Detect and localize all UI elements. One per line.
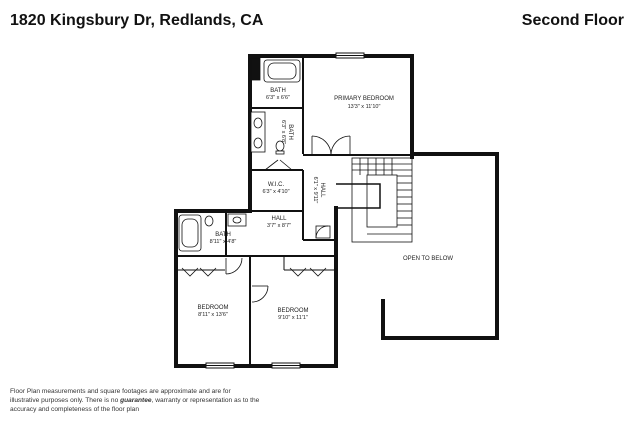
room-hall-small: HALL 3'7" x 8'7": [267, 216, 291, 229]
label-wic: W.I.C.: [268, 182, 285, 188]
label-hall-small: HALL: [271, 216, 287, 222]
interior-walls: [176, 56, 412, 366]
dims-wic: 6'3" x 4'10": [262, 189, 289, 195]
disclaimer: Floor Plan measurements and square foota…: [10, 387, 260, 414]
label-hall-vertical: HALL: [319, 182, 325, 198]
dims-bath-vanity: 6'3" x 6'8": [280, 120, 286, 144]
room-hall-vertical: HALL 6'1" x 9'11": [312, 177, 325, 204]
label-primary-bedroom: PRIMARY BEDROOM: [334, 96, 394, 102]
windows: [205, 52, 365, 369]
room-open-to-below: OPEN TO BELOW: [403, 256, 453, 262]
stairs: [351, 157, 413, 243]
room-wic: W.I.C. 6'3" x 4'10": [262, 182, 289, 195]
label-bath-hall: BATH: [215, 232, 231, 238]
walls: [174, 54, 499, 368]
railing: [336, 183, 381, 209]
label-open-to-below: OPEN TO BELOW: [403, 256, 453, 262]
dims-bath-hall: 8'11" x 4'8": [210, 239, 237, 245]
room-bath-primary: BATH 6'3" x 6'6": [266, 88, 290, 101]
doors: [181, 135, 351, 303]
label-bath-primary: BATH: [270, 88, 286, 94]
room-bath-vanity: BATH 6'3" x 6'8": [280, 120, 293, 144]
disclaimer-emphasis: guarantee: [120, 397, 152, 404]
address-title: 1820 Kingsbury Dr, Redlands, CA: [10, 12, 264, 29]
disclaimer-text-2: , warranty or representation as to the a…: [10, 397, 260, 413]
label-bedroom-left: BEDROOM: [197, 305, 228, 311]
room-bedroom-left: BEDROOM 8'11" x 13'6": [197, 305, 228, 318]
dims-bedroom-left: 8'11" x 13'6": [198, 312, 228, 318]
room-bedroom-right: BEDROOM 9'10" x 11'1": [277, 308, 308, 321]
floor-title: Second Floor: [521, 12, 624, 29]
dims-bedroom-right: 9'10" x 11'1": [278, 315, 308, 321]
label-bedroom-right: BEDROOM: [277, 308, 308, 314]
fixtures: [178, 57, 301, 252]
dims-bath-primary: 6'3" x 6'6": [266, 95, 290, 101]
label-bath-vanity: BATH: [287, 124, 293, 140]
room-primary-bedroom: PRIMARY BEDROOM 13'3" x 11'10": [334, 96, 394, 110]
dims-primary-bedroom: 13'3" x 11'10": [348, 104, 381, 110]
dims-hall-vertical: 6'1" x 9'11": [312, 177, 318, 204]
dims-hall-small: 3'7" x 8'7": [267, 223, 291, 229]
room-bath-hall: BATH 8'11" x 4'8": [210, 232, 237, 245]
disclaimer-text-1: Floor Plan measurements and square foota…: [10, 388, 231, 404]
